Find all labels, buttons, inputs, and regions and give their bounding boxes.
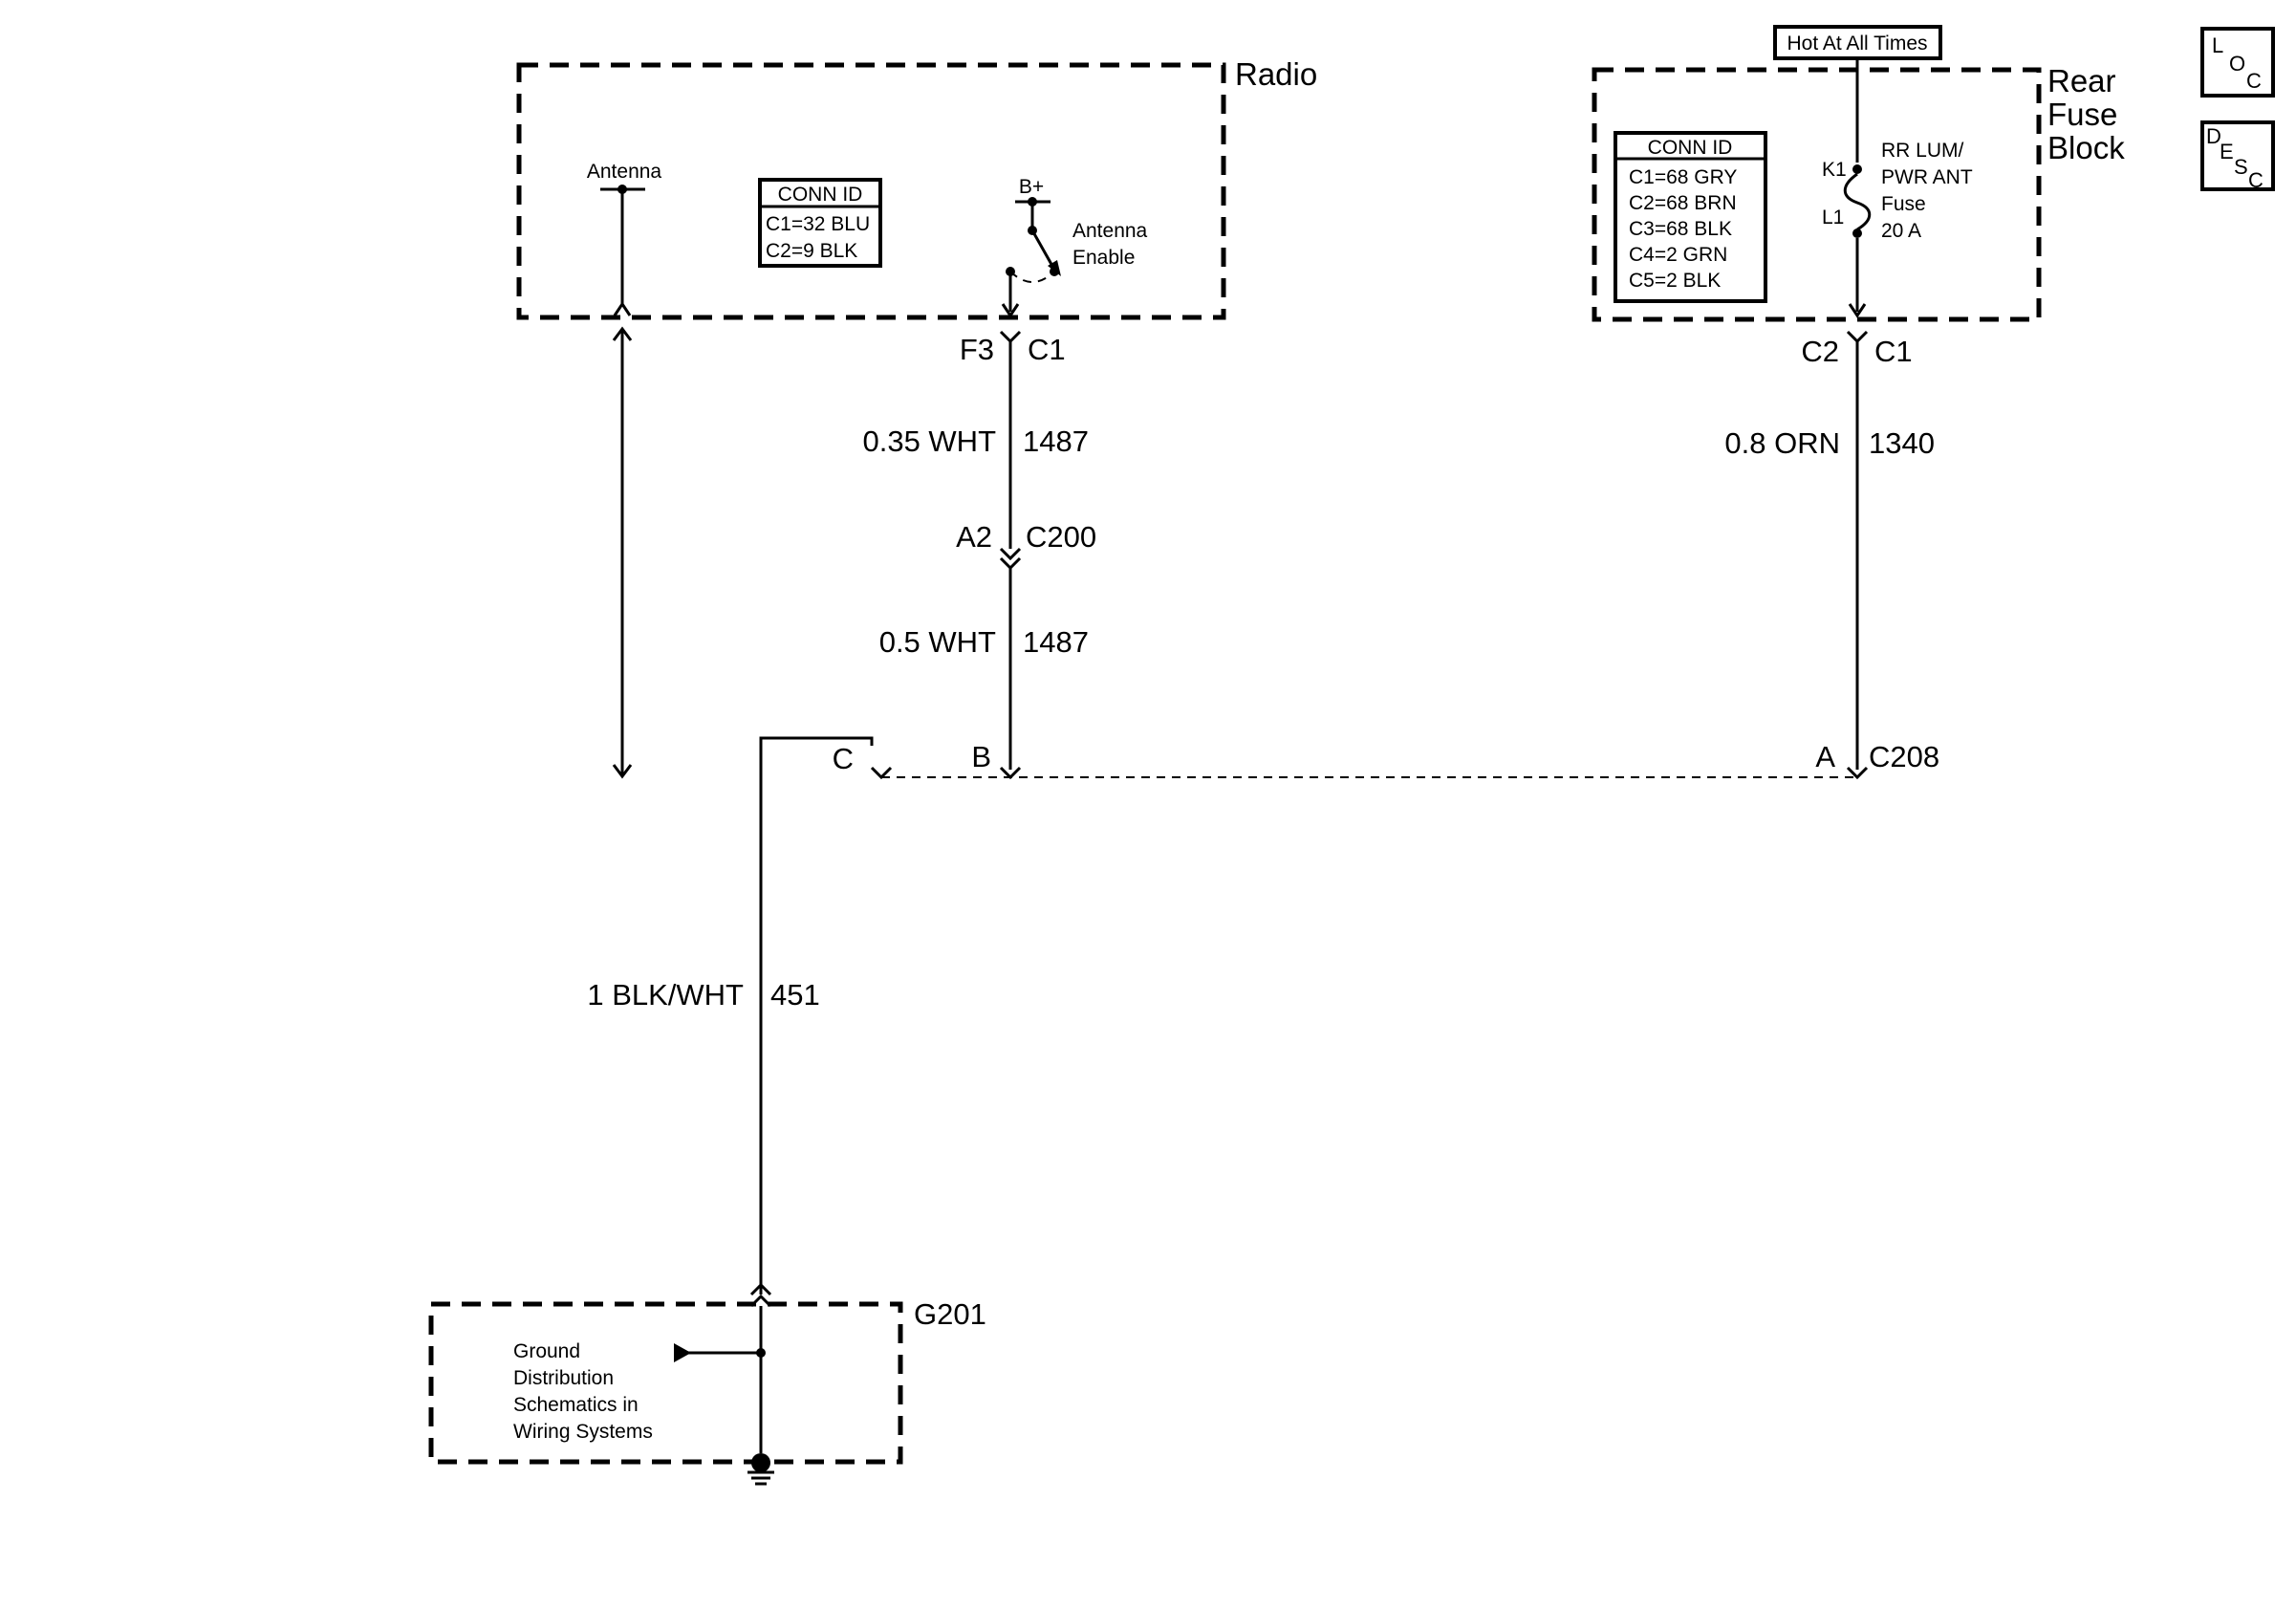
antenna-label: Antenna: [587, 161, 662, 183]
wire-label-lower: 0.5 WHT: [879, 625, 996, 659]
c208-connector: B A C208 C: [833, 740, 1939, 780]
loc-icon[interactable]: L O C: [2200, 27, 2275, 98]
fuse-block-dashed-border: [1592, 67, 2042, 322]
c208-pin-c: C: [833, 742, 854, 775]
g201-ground: G201 Ground Distribution Schematics in W…: [428, 1294, 986, 1486]
fuse-conn-id-row: C4=2 GRN: [1629, 244, 1727, 266]
antenna-coax-line: [612, 326, 633, 779]
ground-text-line: Distribution: [513, 1367, 614, 1389]
c200-label: C200: [1026, 520, 1096, 554]
antenna-enable-line: Antenna: [1072, 220, 1148, 242]
c2-pin-label: C2: [1801, 335, 1839, 368]
fuse-block-title: Rear: [2047, 63, 2116, 98]
radio-conn-id-row: C1=32 BLU: [766, 213, 870, 235]
circuit-number-451: 451: [770, 978, 820, 1012]
fuse-text-line: Fuse: [1881, 193, 1926, 215]
desc-icon-letter: D: [2206, 124, 2221, 148]
l1-pin-label: L1: [1822, 207, 1844, 228]
circuit-number-1340: 1340: [1869, 426, 1935, 460]
bplus-label: B+: [1019, 176, 1044, 198]
wire-label-1340: 0.8 ORN: [1724, 426, 1840, 460]
fuse-conn-id-row: C3=68 BLK: [1629, 218, 1732, 240]
wire-label-upper: 0.35 WHT: [862, 424, 996, 458]
f3-pin-label: F3: [960, 333, 994, 366]
fuse-conn-id-row: C5=2 BLK: [1629, 270, 1721, 292]
desc-icon[interactable]: D E S C: [2200, 120, 2275, 192]
fuse-block-title: Block: [2047, 130, 2125, 165]
radio-conn-id-row: C2=9 BLK: [766, 240, 857, 262]
radio-c1-label: C1: [1028, 333, 1066, 366]
ground-text-line: Wiring Systems: [513, 1421, 653, 1443]
c208-pin-a: A: [1815, 740, 1835, 773]
k1-pin-label: K1: [1822, 159, 1847, 181]
fuse-conn-id-row: C2=68 BRN: [1629, 192, 1737, 214]
wire-label-451: 1 BLK/WHT: [587, 978, 744, 1012]
ground-text-line: Ground: [513, 1340, 580, 1362]
radio-conn-id-table: CONN ID C1=32 BLU C2=9 BLK: [758, 178, 882, 268]
fuse-text-line: PWR ANT: [1881, 166, 1973, 188]
ground-symbol-icon: [747, 1453, 774, 1486]
desc-icon-letter: E: [2220, 140, 2234, 163]
fuse-conn-id-row: C1=68 GRY: [1629, 166, 1737, 188]
hot-at-all-times-label: Hot At All Times: [1787, 33, 1927, 54]
circuit-1487: F3 C1 0.35 WHT 1487 A2 C200 0.5 WHT 1487: [862, 330, 1096, 770]
desc-icon-letter: S: [2234, 155, 2248, 179]
desc-icon-letter: C: [2248, 168, 2264, 192]
rear-fuse-block: Rear Fuse Block Hot At All Times CONN ID…: [1592, 25, 2125, 322]
fuse-text-line: 20 A: [1881, 220, 1921, 242]
c200-pin-label: A2: [956, 520, 992, 554]
circuit-1340: C2 C1 0.8 ORN 1340: [1724, 330, 1935, 770]
ground-dashed-border: [428, 1301, 903, 1465]
ground-text-line: Schematics in: [513, 1394, 639, 1416]
fuse-conn-id-header: CONN ID: [1648, 137, 1733, 159]
antenna-enable-line: Enable: [1072, 247, 1135, 269]
fuse-block-conn-id-table: CONN ID C1=68 GRY C2=68 BRN C3=68 BLK C4…: [1614, 131, 1767, 303]
loc-icon-letter: L: [2212, 33, 2223, 57]
fuse-text-line: RR LUM/: [1881, 140, 1964, 162]
radio-dashed-border: [516, 62, 1226, 320]
loc-icon-letter: C: [2246, 69, 2262, 93]
c208-pin-b: B: [971, 740, 991, 773]
radio-title: Radio: [1235, 56, 1317, 92]
fuse-symbol: K1 L1 RR LUM/ PWR ANT Fuse 20 A: [1822, 58, 1973, 318]
reference-arrow-icon: [674, 1343, 691, 1362]
antenna-symbol: Antenna: [587, 161, 662, 316]
g201-label: G201: [914, 1297, 986, 1331]
loc-icon-letter: O: [2229, 52, 2245, 76]
circuit-number-lower: 1487: [1023, 625, 1089, 659]
radio-module: Radio Antenna CONN ID C1=32 BLU C2=9 BLK…: [516, 56, 1317, 320]
circuit-number-upper: 1487: [1023, 424, 1089, 458]
antenna-enable-switch: B+ Antenna Enable: [1001, 176, 1148, 318]
circuit-451: 1 BLK/WHT 451: [587, 736, 874, 1296]
fuse-c1-label: C1: [1874, 335, 1913, 368]
c208-label: C208: [1869, 740, 1939, 773]
radio-conn-id-header: CONN ID: [778, 184, 863, 206]
fuse-block-title: Fuse: [2047, 97, 2117, 132]
